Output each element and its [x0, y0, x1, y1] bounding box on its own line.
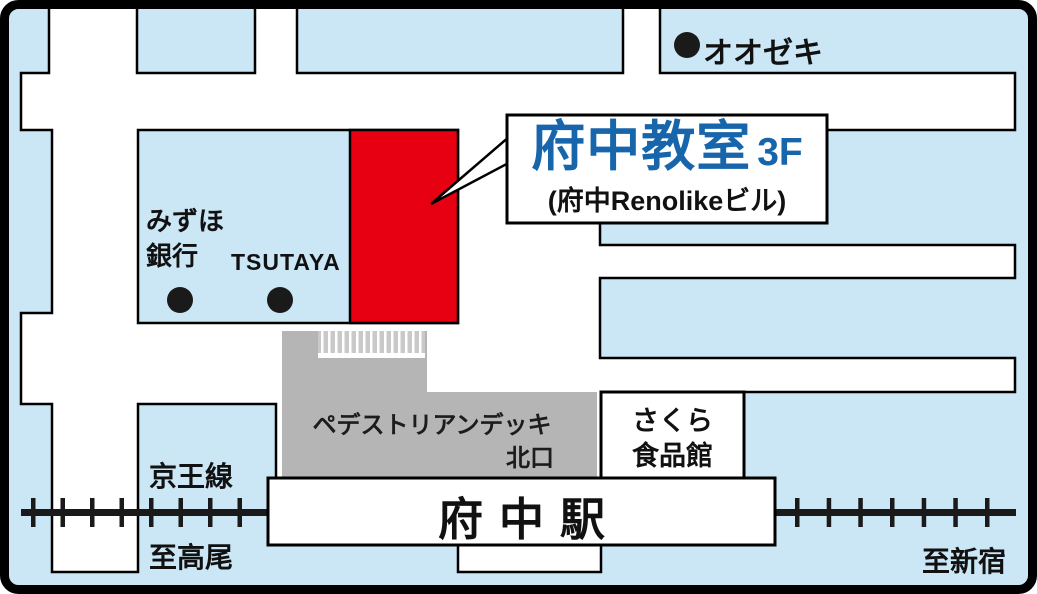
- mizuho-label-line1: みずほ: [146, 206, 225, 236]
- sakura-label-line1: さくら: [632, 406, 713, 436]
- ozeki-label: オオゼキ: [703, 37, 823, 70]
- deck-stairs-stripes: [318, 331, 425, 358]
- classroom-title-text: 府中教室: [531, 117, 752, 177]
- sakura-box: [599, 390, 746, 480]
- tsutaya-dot: [267, 287, 293, 313]
- station-label: 府中駅: [437, 494, 621, 545]
- sakura-label-line2: 食品館: [632, 441, 713, 471]
- mizuho-dot: [167, 287, 193, 313]
- sakura-label: さくら 食品館: [601, 404, 744, 474]
- to-shinjuku-label: 至新宿: [922, 546, 1007, 577]
- station-box: [266, 476, 777, 547]
- classroom-subtitle: (府中Renolikeビル): [547, 186, 787, 216]
- ozeki-dot: [674, 32, 700, 58]
- deck-label: ペデストリアンデッキ 北口: [282, 409, 582, 475]
- classroom-floor: 3F: [757, 131, 803, 174]
- deck-label-line2: 北口: [506, 445, 554, 472]
- keio-line-label: 京王線: [149, 461, 234, 492]
- pedestrian-deck: [282, 331, 597, 478]
- deck-label-line1: ペデストリアンデッキ: [312, 412, 552, 439]
- classroom-building: [348, 128, 460, 325]
- tsutaya-label: TSUTAYA: [231, 249, 341, 275]
- classroom-label-box: [505, 113, 829, 225]
- mizuho-label-line2: 銀行: [146, 241, 199, 271]
- railway-line: [21, 498, 1016, 527]
- to-takao-label: 至高尾: [149, 542, 234, 573]
- mizuho-label: みずほ 銀行: [146, 204, 224, 274]
